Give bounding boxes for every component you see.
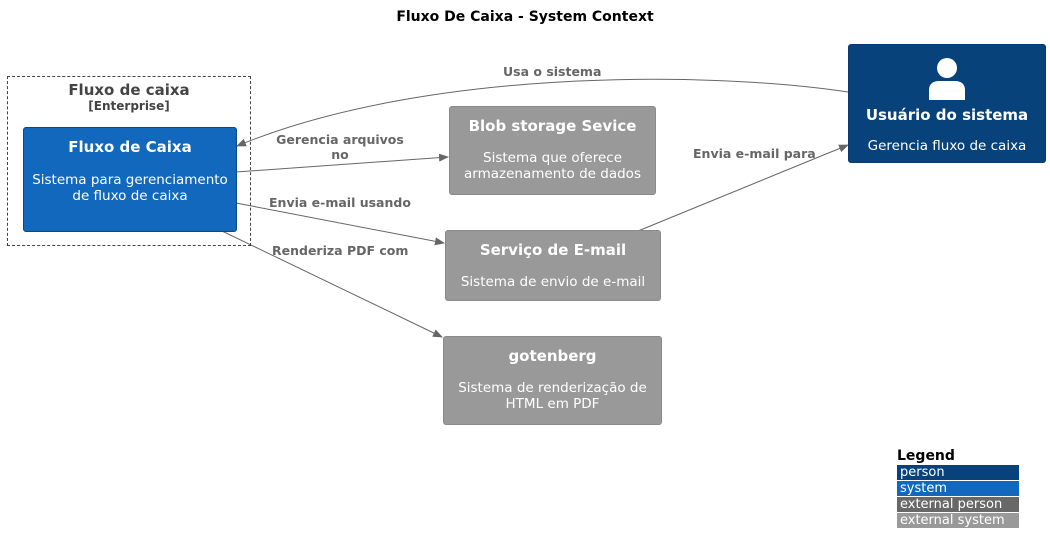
edge-renderiza-pdf <box>221 230 443 338</box>
node-description: Sistema de renderização de HTML em PDF <box>458 380 647 412</box>
node-description: Gerencia fluxo de caixa <box>867 138 1027 154</box>
node-name: gotenberg <box>508 347 597 365</box>
node-name: Blob storage Sevice <box>468 117 637 135</box>
node-usuario-do-sistema[interactable]: Usuário do sistema Gerencia fluxo de cai… <box>848 44 1046 163</box>
enterprise-boundary: Fluxo de caixa [Enterprise] <box>7 76 251 246</box>
edge-envia-email-usando <box>235 202 445 246</box>
node-servico-de-email[interactable]: Serviço de E-mail Sistema de envio de e-… <box>445 230 661 301</box>
edge-usa-o-sistema <box>236 78 849 147</box>
node-name: Serviço de E-mail <box>479 241 627 259</box>
edge-label-usa-o-sistema: Usa o sistema <box>503 64 602 79</box>
node-description: Sistema que oferece armazenamento de dad… <box>464 150 641 182</box>
node-gotenberg[interactable]: gotenberg Sistema de renderização de HTM… <box>443 336 662 425</box>
node-fluxo-de-caixa[interactable]: Fluxo de Caixa Sistema para gerenciament… <box>23 127 237 232</box>
boundary-title: Fluxo de caixa <box>68 81 190 99</box>
node-blob-storage[interactable]: Blob storage Sevice Sistema que oferece … <box>449 106 656 195</box>
person-icon <box>857 56 1037 104</box>
legend-item-external-person: external person <box>897 497 1019 512</box>
legend-item-external-system: external system <box>897 513 1019 528</box>
edge-envia-email-para <box>637 144 849 232</box>
legend: Legend person system external person ext… <box>897 448 1019 529</box>
edge-gerencia-arquivos <box>235 153 449 173</box>
edge-label-envia-email-para: Envia e-mail para <box>693 146 816 161</box>
node-name: Fluxo de Caixa <box>68 138 192 156</box>
diagram-title: Fluxo De Caixa - System Context <box>396 9 654 25</box>
edge-label-gerencia-arquivos: Gerencia arquivos no <box>272 132 408 162</box>
edge-label-line: no <box>331 147 349 162</box>
edge-label-renderiza-pdf: Renderiza PDF com <box>272 243 409 258</box>
legend-item-person: person <box>897 465 1019 480</box>
legend-title: Legend <box>897 448 955 464</box>
node-description: Sistema de envio de e-mail <box>460 274 646 290</box>
node-description: Sistema para gerenciamento de fluxo de c… <box>32 172 228 204</box>
boundary-type: [Enterprise] <box>88 99 170 113</box>
edge-label-line: Gerencia arquivos <box>276 132 404 147</box>
node-name: Usuário do sistema <box>865 106 1029 124</box>
legend-item-system: system <box>897 481 1019 496</box>
edge-label-envia-email-usando: Envia e-mail usando <box>269 195 411 210</box>
